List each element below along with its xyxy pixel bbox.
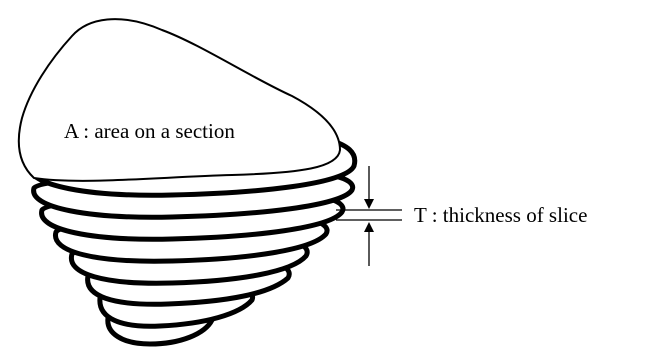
thickness-dimension <box>336 166 402 266</box>
thickness-label: T : thickness of slice <box>414 203 587 227</box>
arrow-down-head <box>364 199 374 209</box>
arrow-up-head <box>364 222 374 232</box>
area-label: A : area on a section <box>64 119 235 143</box>
slice-stack <box>17 18 358 347</box>
top-section <box>17 18 341 182</box>
